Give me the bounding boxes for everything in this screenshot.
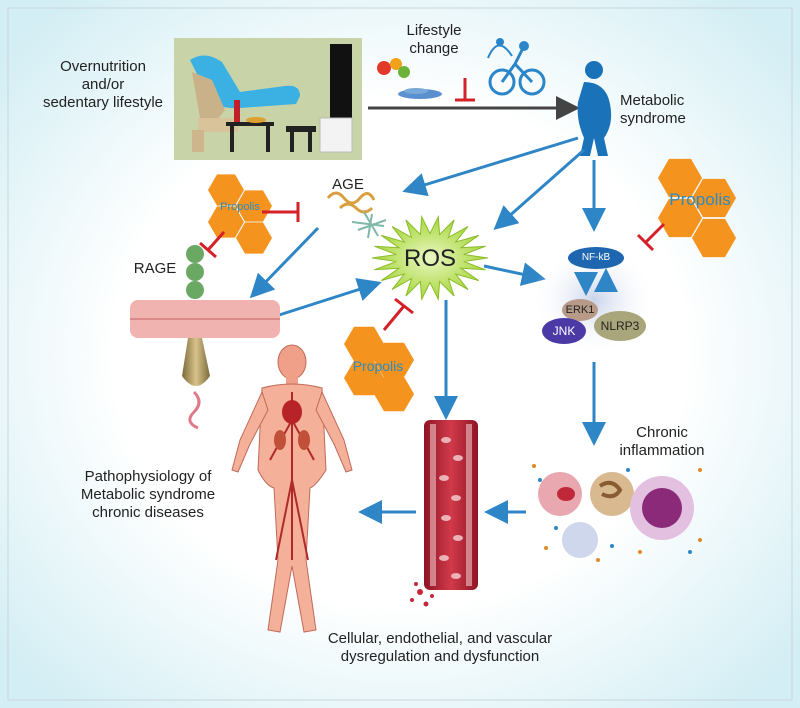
propolis-label-top-left: Propolis [220,201,260,213]
arrow-rage-to-ros [275,278,382,318]
propolis-cluster-center [344,326,414,412]
inhibitor-propolis-to-nfkb [636,222,666,252]
blood-vessel-image [410,420,478,607]
inhibitor-propolis-to-ros [382,297,414,331]
chronic-inflammation-line2: inflammation [619,442,705,459]
sedentary-scene-image [174,38,362,160]
healthy-food-icon [377,58,442,99]
rage-label: RAGE [133,260,177,277]
age-molecule-icon [326,191,387,239]
lifestyle-change-line2: change [409,40,459,57]
cellular-dysfunction-label: Cellular, endothelial, and vascular dysr… [290,630,590,666]
obese-silhouette-icon [577,61,612,156]
propolis-cluster-right [658,158,736,258]
input-label-line2: and/or [81,76,125,93]
age-label: AGE [332,176,364,193]
lifestyle-change-label: Lifestyle change [384,22,484,58]
ros-burst [371,214,489,302]
pathophysiology-label: Pathophysiology of Metabolic syndrome ch… [48,468,248,522]
inhibitor-propolis-to-rage [199,231,226,259]
arrow-ros-to-nfkb [483,262,546,286]
propolis-label-center: Propolis [352,358,404,374]
jnk-node [542,318,586,344]
inhibitors-group [199,202,666,331]
propolis-cluster-top-left [208,174,272,254]
arrow-age-to-rage [249,226,320,299]
nfkb-node [568,247,624,269]
cellular-dysfunction-line2: dysregulation and dysfunction [340,648,540,665]
inhibitor-lifestyle-change [455,78,475,102]
input-label-line1: Overnutrition [60,58,146,75]
nfkb-label: NF-kB [581,252,611,263]
pathophysiology-line1: Pathophysiology of [84,468,212,485]
input-label-line3: sedentary lifestyle [42,94,164,111]
cellular-dysfunction-line1: Cellular, endothelial, and vascular [327,630,553,647]
propolis-label-right: Propolis [669,190,731,209]
signaling-complex [532,244,656,356]
pathophysiology-line2: Metabolic syndrome [80,486,216,503]
inhibitor-propolis-to-age [262,202,300,222]
chronic-inflammation-label: Chronic inflammation [602,424,722,460]
nlrp3-label: NLRP3 [600,319,640,333]
metabolic-syndrome-line2: syndrome [620,110,686,127]
immune-cells-image [532,464,702,562]
pathophysiology-line3: chronic diseases [92,504,204,521]
erk1-node [562,299,598,321]
frame-border [7,7,793,701]
input-label: Overnutrition and/or sedentary lifestyle [28,58,178,112]
arrows-group [249,136,606,524]
ros-label: ROS [403,245,456,272]
rage-receptor-icon [130,245,280,430]
arrow-metabolic-to-ros [493,148,585,230]
chronic-inflammation-line1: Chronic [636,424,688,441]
arrow-metabolic-to-age [402,136,579,197]
lifestyle-change-line1: Lifestyle [406,22,462,39]
human-body-image [231,344,353,633]
metabolic-syndrome-label: Metabolic syndrome [620,92,740,128]
cyclist-icon [487,38,546,96]
metabolic-syndrome-line1: Metabolic [620,92,685,109]
jnk-label: JNK [552,324,576,338]
erk1-label: ERK1 [565,304,595,316]
nlrp3-node [594,311,646,341]
